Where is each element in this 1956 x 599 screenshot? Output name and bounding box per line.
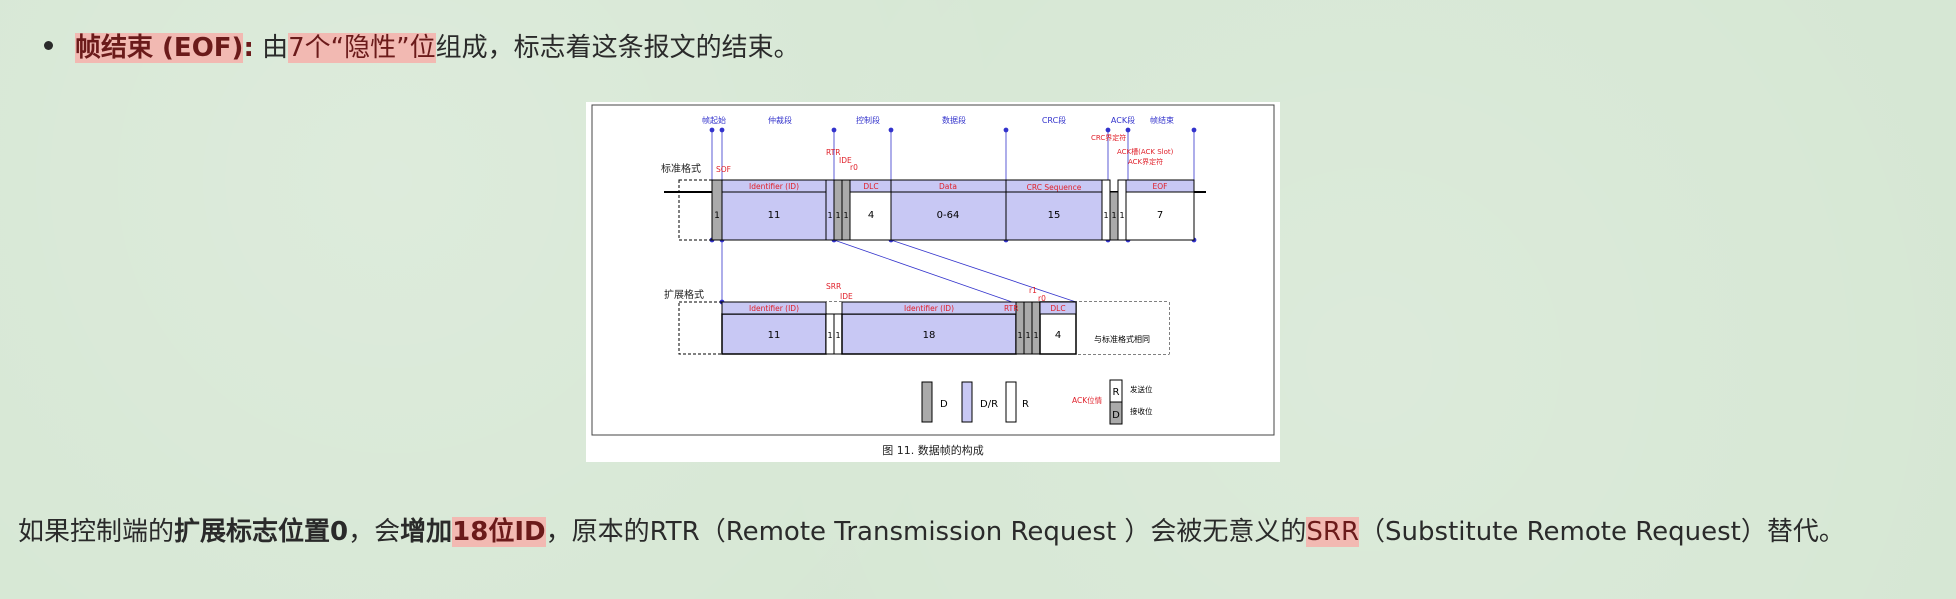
std-identifier-label: Identifier (ID) (749, 182, 799, 191)
std-ide-label: IDE (839, 156, 852, 165)
ext-rtr-label: RTR (1004, 304, 1018, 313)
para-t3: ，原本的RTR（Remote Transmission Request ）会被无… (545, 517, 1307, 547)
para-b2: 增加 (400, 517, 453, 547)
ext-bit-r1: 1 (1025, 331, 1030, 340)
std-bit-crc: 15 (1048, 210, 1061, 221)
std-bit-crcdelim: 1 (1103, 211, 1108, 220)
std-bit-data: 0-64 (937, 210, 960, 221)
legend-recv: 接收位 (1130, 406, 1153, 416)
std-crc-label: CRC Sequence (1027, 183, 1082, 192)
std-dlc-label: DLC (863, 182, 878, 191)
std-data-label: Data (939, 182, 957, 191)
para-hl-srr: SRR (1306, 517, 1360, 547)
std-bit-ackdelim: 1 (1119, 211, 1124, 220)
ext-bit-r0: 1 (1033, 331, 1038, 340)
std-bit-sof: 1 (714, 211, 720, 221)
ext-r0-label: r0 (1038, 294, 1046, 303)
para-hl-18bit: 18位ID (452, 517, 546, 547)
std-sof-label: SOF (716, 165, 731, 174)
eof-term: 帧结束 (EOF) (75, 33, 244, 63)
std-crcdelim-label: CRC界定符 (1091, 133, 1126, 142)
seg-data-label: 数据段 (942, 115, 966, 125)
para-b1: 扩展标志位置0 (174, 517, 349, 547)
ext-bit-ide: 1 (835, 331, 840, 340)
ext-ide-label: IDE (840, 292, 853, 301)
ext-identifier-ext-label: Identifier (ID) (904, 304, 954, 313)
para-t4: （Substitute Remote Request）替代。 (1359, 517, 1845, 547)
std-bit-ide: 1 (835, 211, 840, 220)
eof-pre: 由 (253, 33, 289, 63)
legend-d: D (940, 399, 948, 410)
std-ackslot-label: ACK槽(ACK Slot) (1117, 147, 1174, 156)
ext-dlc-label: DLC (1050, 304, 1065, 313)
data-frame-figure: 帧起始 仲裁段 控制段 数据段 CRC段 ACK段 帧结束 标准格式 1 Ide… (586, 102, 1280, 462)
ext-srr-label: SRR (826, 282, 841, 291)
ext-identifier-label: Identifier (ID) (749, 304, 799, 313)
ext-bit-id: 11 (768, 330, 781, 341)
eof-post: 组成，标志着这条报文的结束。 (435, 33, 800, 63)
eof-highlight: 7个“隐性”位 (288, 33, 436, 63)
std-bit-rtr: 1 (827, 211, 832, 220)
ext-same-label: 与标准格式相同 (1094, 334, 1150, 344)
para-t2: ，会 (348, 517, 401, 547)
legend-ack-d: D (1112, 410, 1120, 421)
legend-r: R (1022, 399, 1029, 410)
seg-sof-label: 帧起始 (702, 115, 726, 125)
ext-format-label: 扩展格式 (664, 288, 704, 301)
ext-bit-id18: 18 (923, 330, 936, 341)
std-ackdelim-label: ACK界定符 (1128, 157, 1163, 166)
legend-dr: D/R (980, 399, 998, 410)
std-bit-dlc: 4 (868, 210, 874, 221)
seg-ctrl-label: 控制段 (856, 115, 880, 125)
seg-crc-label: CRC段 (1042, 115, 1066, 125)
seg-arb-label: 仲裁段 (768, 115, 792, 125)
bullet-eof: 帧结束 (EOF): 由7个“隐性”位组成，标志着这条报文的结束。 (44, 28, 800, 68)
figure-caption: 图 11. 数据帧的构成 (882, 443, 984, 457)
std-format-label: 标准格式 (661, 162, 701, 175)
data-frame-diagram: 帧起始 仲裁段 控制段 数据段 CRC段 ACK段 帧结束 标准格式 1 Ide… (591, 104, 1275, 457)
ext-bit-rtr: 1 (1017, 331, 1022, 340)
legend-ack-label: ACK位情 (1072, 395, 1103, 405)
ext-bit-srr: 1 (827, 331, 832, 340)
para-t1: 如果控制端的 (18, 517, 175, 547)
std-rtr-label: RTR (826, 148, 840, 157)
std-bit-r0: 1 (843, 211, 848, 220)
std-bit-id: 11 (768, 210, 781, 221)
ext-bit-dlc: 4 (1055, 330, 1061, 341)
std-bit-ackslot: 1 (1111, 211, 1116, 220)
seg-eof-label: 帧结束 (1150, 115, 1174, 125)
seg-ack-label: ACK段 (1111, 115, 1135, 125)
legend-ack-r: R (1113, 387, 1120, 398)
legend-send: 发送位 (1130, 384, 1153, 394)
eof-colon: : (243, 33, 254, 63)
extended-id-paragraph: 如果控制端的扩展标志位置0，会增加18位ID，原本的RTR（Remote Tra… (18, 510, 1918, 554)
std-bit-eof: 7 (1157, 210, 1163, 221)
ext-r1-label: r1 (1029, 286, 1037, 295)
std-eof-label: EOF (1153, 182, 1168, 191)
bullet-dot-icon (44, 41, 53, 50)
std-r0-label: r0 (850, 163, 858, 172)
